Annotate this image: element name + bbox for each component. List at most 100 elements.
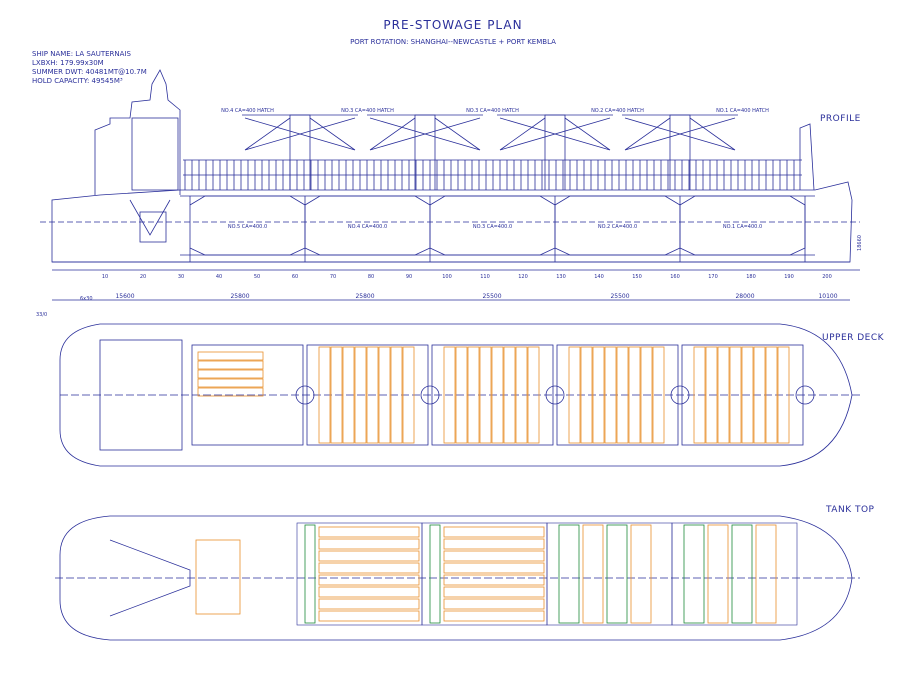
cargo-block: [443, 598, 545, 610]
crane-post-3: [544, 114, 566, 190]
dimension-label: 25800: [355, 293, 374, 300]
frame-number-label: 50: [254, 274, 260, 280]
cargo-block: [342, 346, 355, 444]
section-label-upper-deck: UPPER DECK: [822, 333, 885, 343]
frame-number-label: 60: [292, 274, 298, 280]
forecastle-mast: [799, 123, 815, 191]
cargo-block: [765, 346, 778, 444]
hatch-coaming-rails: [183, 159, 802, 190]
cargo-block: [580, 346, 593, 444]
cargo-block: [318, 550, 420, 562]
deck-cranes: [242, 114, 738, 190]
hold-label: NO.5 CA=400.0: [228, 224, 267, 230]
crane-label: NO.2 CA=400 HATCH: [591, 108, 644, 114]
cargo-block: [197, 360, 264, 370]
cargo-block: [729, 346, 742, 444]
upper-deck-view: [59, 323, 860, 467]
cargo-block: [197, 378, 264, 388]
crane-pedestal: [795, 385, 815, 405]
cargo-block: [604, 346, 617, 444]
cargo-block: [568, 346, 581, 444]
frame-number-label: 70: [330, 274, 336, 280]
cargo-block: [683, 524, 705, 624]
crane-pedestal: [295, 385, 315, 405]
dimension-label: 25500: [610, 293, 629, 300]
cargo-block: [443, 346, 456, 444]
frame-number-label: 180: [746, 274, 756, 280]
hold-floor: [421, 522, 548, 626]
cargo-block: [429, 524, 441, 624]
frame-number-label: 120: [518, 274, 528, 280]
hatch-cover: [191, 344, 304, 446]
upper-deck-hatches: [191, 344, 815, 446]
station-label: 33/0: [36, 312, 48, 318]
cargo-block: [479, 346, 492, 444]
cargo-block: [467, 346, 480, 444]
cargo-block: [582, 524, 604, 624]
hatch-cover: [681, 344, 804, 446]
frame-number-label: 20: [140, 274, 146, 280]
hold-floor: [546, 522, 673, 626]
cargo-block: [318, 586, 420, 598]
crane-pedestal: [420, 385, 440, 405]
cargo-block: [616, 346, 629, 444]
upper-deck-accommodation: [99, 339, 183, 451]
superstructure-outline: [94, 69, 181, 195]
frame-number-label: 100: [442, 274, 452, 280]
frame-number-label: 130: [556, 274, 566, 280]
cargo-block: [707, 524, 729, 624]
frame-number-label: 30: [178, 274, 184, 280]
frame-number-label: 190: [784, 274, 794, 280]
cargo-block: [197, 387, 264, 397]
hold-label: NO.3 CA=400.0: [473, 224, 512, 230]
hatch-cover: [431, 344, 554, 446]
dimension-label: 25800: [230, 293, 249, 300]
cargo-block: [318, 538, 420, 550]
cargo-block: [443, 562, 545, 574]
cargo-block: [330, 346, 343, 444]
cargo-block: [378, 346, 391, 444]
cargo-block: [443, 574, 545, 586]
crane-post-4: [669, 114, 691, 190]
cargo-block: [628, 346, 641, 444]
crane-jib-1: [244, 117, 356, 151]
cargo-block: [354, 346, 367, 444]
cargo-block: [318, 610, 420, 622]
hold-label: NO.4 CA=400.0: [348, 224, 387, 230]
dimension-label: 15600: [115, 293, 134, 300]
section-label-tank-top: TANK TOP: [826, 505, 875, 515]
crane-label: NO.4 CA=400 HATCH: [221, 108, 274, 114]
accommodation-block: [131, 117, 179, 191]
hold-capacity: HOLD CAPACITY: 49545M³: [32, 77, 123, 85]
cargo-block: [606, 524, 628, 624]
cargo-block: [443, 550, 545, 562]
frame-number-label: 160: [670, 274, 680, 280]
cargo-block: [717, 346, 730, 444]
upper-deck-hull-outline: [59, 323, 853, 467]
frame-number-label: 40: [216, 274, 222, 280]
dimension-label: 28000: [735, 293, 754, 300]
crane-label: NO.1 CA=400 HATCH: [716, 108, 769, 114]
ship-name: SHIP NAME: LA SAUTERNAIS: [32, 50, 131, 58]
hold-floor: [296, 522, 423, 626]
frame-number-label: 140: [594, 274, 604, 280]
cargo-block: [527, 346, 540, 444]
cargo-block: [777, 346, 790, 444]
crane-label: NO.3 CA=400 HATCH: [341, 108, 394, 114]
cargo-block: [443, 526, 545, 538]
side-dimension-label: 6x30: [80, 296, 93, 302]
cargo-block: [652, 346, 665, 444]
dimension-label: 10100: [818, 293, 837, 300]
ship-dimensions: LXBXH: 179.99x30M: [32, 59, 104, 67]
frame-number-label: 10: [102, 274, 108, 280]
cargo-block: [443, 610, 545, 622]
cargo-block: [318, 346, 331, 444]
ship-dwt: SUMMER DWT: 40481MT@10.7M: [32, 68, 147, 76]
crane-jib-3: [499, 117, 611, 151]
cargo-block: [558, 524, 580, 624]
